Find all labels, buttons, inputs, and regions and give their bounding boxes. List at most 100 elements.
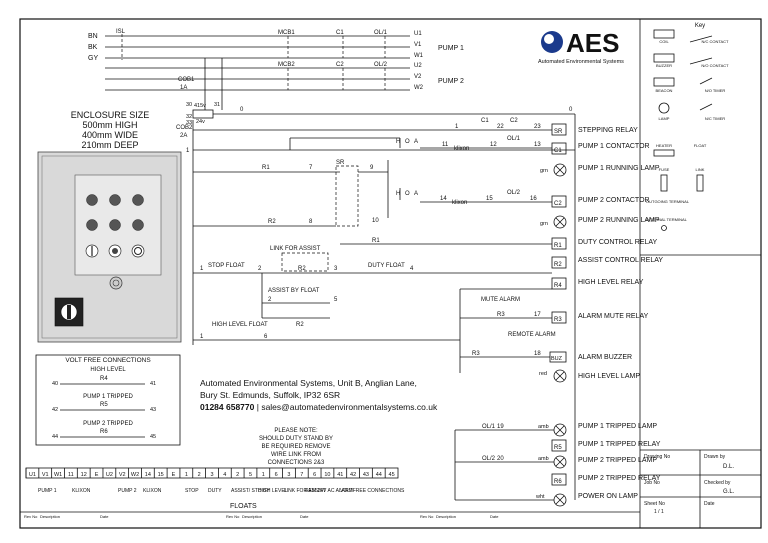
terminal-cell: 41 [337,472,343,478]
terminal-cell: 2 [236,472,239,478]
tb-drawn-by: Drawn by [704,454,726,460]
enclosure-drawing [37,151,182,343]
label-c2: C2 [336,62,344,68]
hoa2-h: H [396,191,400,197]
wire-15: 15 [486,196,493,202]
label-u1: U1 [414,31,422,37]
rev-desc-3: Description [436,514,456,519]
tg-pump2: PUMP 2 [118,488,137,494]
wire-11: 11 [442,142,449,148]
title-block: Drawing No Drawn by D.L. Job No Checked … [644,454,735,515]
label-33: 33 [186,120,192,126]
contact-r2: R2 [268,219,276,225]
label-mute-relay: ALARM MUTE RELAY [578,313,649,320]
label-stop-float: STOP FLOAT [208,263,245,269]
label-ol2: OL/2 [374,62,388,68]
key-title: Key [695,23,705,29]
enclosure-size: ENCLOSURE SIZE 500mm HIGH 400mm WIDE 210… [71,110,150,150]
contact-r1: R1 [262,165,270,171]
address-line1: Automated Environmental Systems, Unit B,… [200,378,417,388]
tg-stop: STOP [185,488,199,494]
label-pump1-lamp: PUMP 1 RUNNING LAMP [578,165,660,172]
rev-date-3: Date [490,514,499,519]
rev-no-2: Rev No [226,514,240,519]
label-mcb2: MCB2 [278,62,295,68]
vf-41: 41 [150,381,156,387]
tg-voltfree: VOLTFREE CONNECTIONS [340,488,405,494]
wire-14: 14 [440,196,447,202]
volt-free-panel: VOLT FREE CONNECTIONS HIGH LEVEL 40 R4 4… [35,354,181,446]
label-cob1-rating: 1A [180,85,187,91]
wire-8: 8 [309,219,313,225]
terminal-cell: 15 [158,472,164,478]
key-outgoing-terminal: OUTGOING TERMINAL [646,199,690,204]
coil-label-r1: R1 [372,238,380,244]
address-phone: 01284 658770 [200,402,255,412]
contact-sr: SR [336,160,345,166]
wire-2: 2 [258,266,262,272]
contact-c2: C2 [510,118,518,124]
enclosure-line3: 400mm WIDE [82,130,138,140]
key-panel: Key COIL N/C CONTACT BUZZER N/O CONTACT … [639,18,762,529]
ol2-contact: OL/2 [507,190,521,196]
wire-5: 5 [334,297,338,303]
logo-wordmark: AES [566,28,619,58]
label-w2: W2 [414,85,424,91]
terminal-cell: 6 [275,472,278,478]
terminal-cell: 3 [287,472,290,478]
coil-r2: R2 [554,262,562,268]
wire-18: 18 [534,351,541,357]
terminal-cell: 14 [145,472,151,478]
tg-duty: DUTY [208,488,222,494]
label-high-lamp: HIGH LEVEL LAMP [578,373,640,380]
key-nc-timer: N/C TIMER [705,116,725,121]
address-separator: | [254,402,261,412]
coil-r1: R1 [554,243,562,249]
aes-logo: AES Automated Environmental Systems [538,28,624,65]
coil-buz: BUZ [551,356,563,362]
vf-43: 43 [150,407,156,413]
label-ol1: OL/1 [374,30,388,36]
lamp-colour-amb-2: amb [538,456,549,462]
klixon-1: klixon [454,146,469,152]
vf-pump2-tripped: PUMP 2 TRIPPED [83,421,133,427]
contact-r3-b: R3 [472,351,480,357]
tb-drawing-no: Drawing No [644,454,670,460]
contact-r3: R3 [497,312,505,318]
terminal-cell: 42 [350,472,356,478]
terminal-cell: 45 [389,472,395,478]
key-fuse: FUSE [659,167,670,172]
key-lamp: LAMP [659,116,670,121]
address-email: sales@automatedenvironmentalsystems.co.u… [261,402,438,412]
rev-desc-1: Description [40,514,60,519]
address-line2: Bury St. Edmunds, Suffolk, IP32 6SR [200,390,340,400]
hoa1-o: O [405,139,410,145]
label-remote-alarm: REMOTE ALARM [508,332,556,338]
enclosure-line1: ENCLOSURE SIZE [71,110,150,120]
wire-22: 22 [497,124,504,130]
terminal-cell: 5 [249,472,252,478]
terminal-cell: 2 [198,472,201,478]
wire-1c: 1 [200,334,204,340]
label-assist-float: ASSIST BY FLOAT [268,288,320,294]
label-pump2-lamp: PUMP 2 RUNNING LAMP [578,217,660,224]
contact-r2-b: R2 [298,266,306,272]
label-0-right: 0 [569,107,573,113]
vf-40: 40 [52,381,58,387]
lamp-colour-wht: wht [535,494,545,500]
wire-7: 7 [309,165,313,171]
enclosure-line4: 210mm DEEP [81,140,138,150]
label-1: 1 [186,148,190,154]
hoa2-a: A [414,191,418,197]
enclosure-line2: 500mm HIGH [82,120,137,130]
key-beacon: BEACON [656,88,673,93]
coil-r4: R4 [554,283,562,289]
terminal-cell: 3 [210,472,213,478]
vf-45: 45 [150,434,156,440]
label-high-float: HIGH LEVEL FLOAT [212,322,268,328]
terminal-cell: 11 [68,472,74,478]
label-link-for-assist: LINK FOR ASSIST [270,246,321,252]
lamp-colour-red: red [539,371,547,377]
wire-1b: 1 [200,266,204,272]
label-w1: W1 [414,53,424,59]
